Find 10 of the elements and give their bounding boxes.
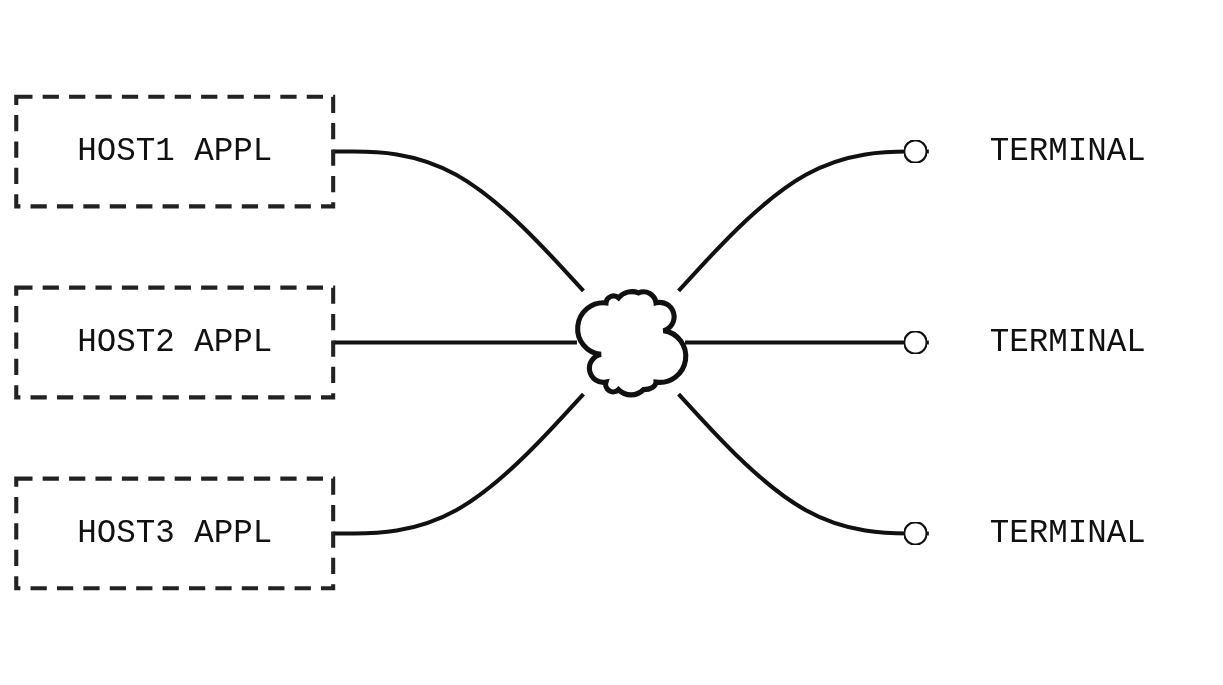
- node-box: HOST3 APPL: [14, 476, 336, 591]
- connector: [677, 139, 929, 293]
- connector: [685, 330, 929, 355]
- node-text: TERMINAL: [989, 133, 1146, 170]
- node-cloud: [575, 289, 689, 398]
- node-text: TERMINAL: [989, 515, 1146, 552]
- node-box: HOST1 APPL: [14, 94, 336, 209]
- node-text: TERMINAL: [989, 324, 1146, 361]
- node-box: HOST2 APPL: [14, 285, 336, 400]
- connector: [677, 392, 929, 546]
